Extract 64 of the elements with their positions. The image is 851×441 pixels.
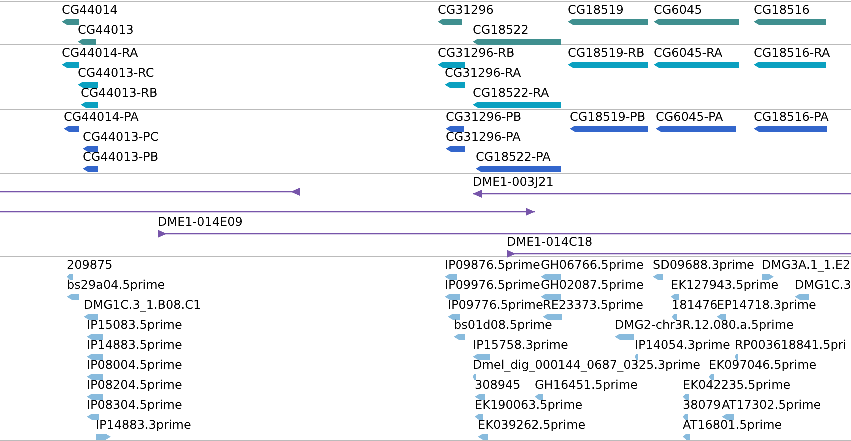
feature-label: IP08004.5prime xyxy=(87,358,182,372)
feature-label: GH02087.5prime xyxy=(541,278,644,292)
feature-label: EK190063.5prime xyxy=(475,398,583,412)
feature-label: DMG2-chr3R.12.080.a.5prime xyxy=(615,318,794,332)
feature-label: IP14054.3prime xyxy=(635,338,730,352)
feature-label: CG18522-PA xyxy=(476,150,551,164)
feature-label: CG31296-PA xyxy=(446,130,521,144)
feature-label: DME1-003J21 xyxy=(473,175,554,189)
feature-label: CG18519-PB xyxy=(570,110,646,124)
feature-label: EK127943.5prime xyxy=(671,278,779,292)
feature-label: CG6045-RA xyxy=(654,46,723,60)
feature-label: RP003618841.5pri xyxy=(735,338,847,352)
feature-label: IP09776.5prime xyxy=(448,298,544,312)
feature-label: IP08204.5prime xyxy=(87,378,182,392)
feature-label: CG6045-PA xyxy=(656,110,724,124)
feature-label: DME1-014C18 xyxy=(507,235,593,249)
feature-label: IP09976.5prime xyxy=(445,278,540,292)
feature-label: 181476 xyxy=(672,298,718,312)
feature-label: 209875 xyxy=(67,258,113,272)
feature-label: CG18516 xyxy=(754,3,810,17)
feature-label: EP14718.3prime xyxy=(717,298,816,312)
feature-label: CG18516-RA xyxy=(754,46,830,60)
feature-label: SD09688.3prime xyxy=(653,258,754,272)
feature-label: CG31296 xyxy=(438,3,494,17)
feature-label: GH06766.5prime xyxy=(541,258,644,272)
feature-label: CG31296-RB xyxy=(438,46,515,60)
feature-label: 38079 xyxy=(683,398,722,412)
feature-label: CG6045 xyxy=(654,3,702,17)
feature-label: DMG1C.3 xyxy=(795,278,851,292)
feature-label: EK097046.5prime xyxy=(709,358,817,372)
feature-label: IP08304.5prime xyxy=(87,398,182,412)
feature-label: 308945 xyxy=(475,378,521,392)
feature-label: bs01d08.5prime xyxy=(454,318,552,332)
feature-label: CG44014-RA xyxy=(62,46,138,60)
feature-label: CG18516-PA xyxy=(754,110,829,124)
feature-label: DMG1C.3_1.B08.C1 xyxy=(84,298,202,312)
feature-label: AT16801.5prime xyxy=(683,418,782,432)
feature-label: IP14883.3prime xyxy=(96,418,192,432)
feature-label: AT17302.5prime xyxy=(722,398,822,412)
feature-label: CG44013-RB xyxy=(81,86,158,100)
feature-label: CG44014 xyxy=(62,3,118,17)
feature-label: CG44014-PA xyxy=(64,110,139,124)
feature-label: GH16451.5prime xyxy=(535,378,638,392)
feature-label: CG31296-RA xyxy=(445,66,522,80)
feature-label: CG44013 xyxy=(78,23,134,37)
feature-label: EK039262.5prime xyxy=(478,418,586,432)
feature-label: IP15758.3prime xyxy=(473,338,568,352)
feature-label: IP09876.5prime xyxy=(445,258,540,272)
feature-label: CG18522-RA xyxy=(473,86,550,100)
feature-label: CG44013-RC xyxy=(78,66,154,80)
feature-label: CG18519 xyxy=(568,3,624,17)
feature-label: CG44013-PB xyxy=(83,150,159,164)
feature-label: EK042235.5prime xyxy=(683,378,791,392)
feature-label: IP14883.5prime xyxy=(87,338,182,352)
feature-label: CG18522 xyxy=(473,23,529,37)
feature-label: CG31296-PB xyxy=(446,110,522,124)
feature-label: DME1-014E09 xyxy=(158,215,243,229)
feature-label: Dmel_dig_000144_0687_0325.3prime xyxy=(473,358,701,372)
feature-label: CG18519-RB xyxy=(568,46,645,60)
feature-label: bs29a04.5prime xyxy=(67,278,166,292)
feature-label: CG44013-PC xyxy=(83,130,159,144)
feature-label: IP15083.5prime xyxy=(87,318,182,332)
feature-label: DMG3A.1_1.E2 xyxy=(762,258,851,272)
feature-label: RE23373.5prime xyxy=(543,298,644,312)
